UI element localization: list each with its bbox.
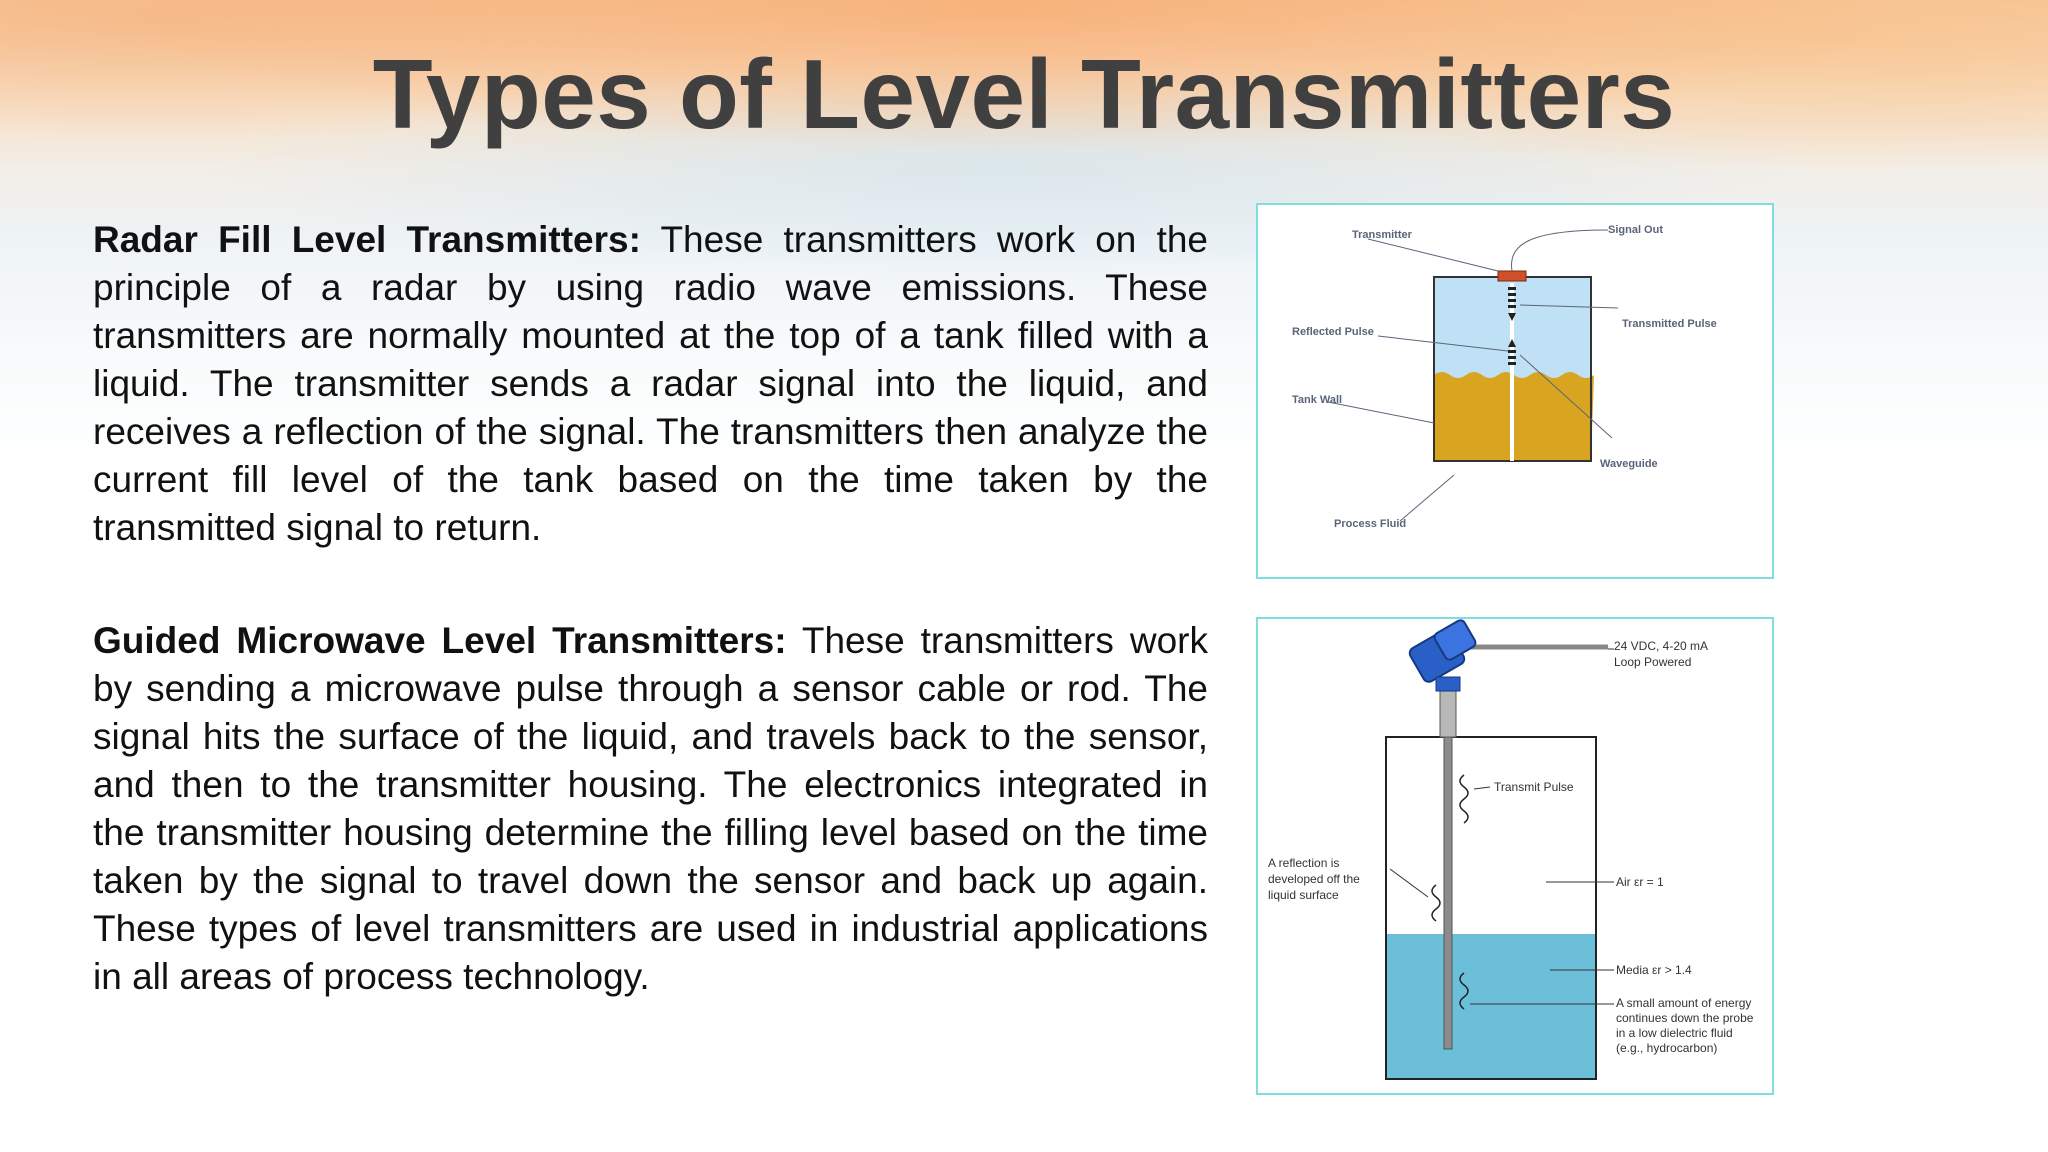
guided-heading: Guided Microwave Level Transmitters: (93, 620, 787, 661)
guided-paragraph: Guided Microwave Level Transmitters: The… (93, 617, 1208, 1001)
tank-outline (1385, 736, 1597, 1080)
transmitted-pulse-marks (1508, 287, 1516, 321)
label-transmitted-pulse: Transmitted Pulse (1622, 318, 1717, 330)
label-process-fluid: Process Fluid (1334, 518, 1406, 530)
process-fitting (1439, 688, 1457, 738)
label-transmit-pulse: Transmit Pulse (1494, 780, 1574, 794)
label-energy: A small amount of energy continues down … (1616, 996, 1757, 1055)
label-air: Air εr = 1 (1616, 875, 1664, 889)
leader-lines (1327, 229, 1619, 522)
media-liquid (1386, 934, 1596, 1079)
label-reflected-pulse: Reflected Pulse (1292, 326, 1374, 338)
label-power: 24 VDC, 4-20 mA Loop Powered (1614, 639, 1711, 669)
radar-heading: Radar Fill Level Transmitters: (93, 219, 641, 260)
leader-lines (1389, 648, 1614, 1005)
label-media: Media εr > 1.4 (1616, 963, 1692, 977)
radar-diagram: Transmitter Signal Out Reflected Pulse T… (1256, 203, 1774, 579)
label-tank-wall: Tank Wall (1292, 394, 1342, 406)
probe-rod (1443, 728, 1453, 1050)
reflected-pulse-marks (1508, 339, 1516, 365)
label-signal-out: Signal Out (1608, 224, 1663, 236)
label-waveguide: Waveguide (1600, 458, 1658, 470)
transmitter-head (1408, 619, 1477, 692)
label-transmitter: Transmitter (1352, 229, 1413, 241)
pulse-squiggles (1431, 774, 1469, 1010)
guided-microwave-diagram: 24 VDC, 4-20 mA Loop Powered Transmit Pu… (1256, 617, 1774, 1095)
guided-body: These transmitters work by sending a mic… (93, 620, 1208, 997)
radar-body: These transmitters work on the principle… (93, 219, 1209, 548)
radar-paragraph: Radar Fill Level Transmitters: These tra… (93, 216, 1208, 552)
slide-title: Types of Level Transmitters (372, 39, 1676, 149)
label-reflection: A reflection is developed off the liquid… (1268, 856, 1363, 902)
transmitter-flange (1497, 270, 1527, 282)
